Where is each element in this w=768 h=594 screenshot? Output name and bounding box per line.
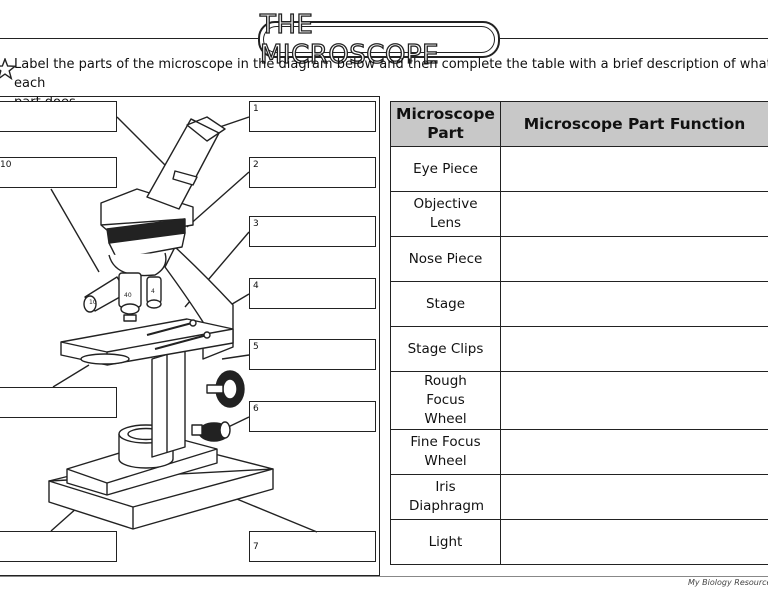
label-number: 5 [253,342,259,352]
label-number: 1 [253,104,259,114]
label-number: 2 [253,160,259,170]
label-number: 7 [253,542,259,552]
label-box-2[interactable]: 2 [249,157,376,188]
lens-marking: 4 [151,288,155,295]
star-icon [0,58,16,80]
function-cell[interactable] [500,429,768,475]
part-name: Objective Lens [390,191,501,237]
page-title: THE MICROSCOPE [259,9,440,70]
label-box-1[interactable]: 1 [249,101,376,132]
table-row: Fine Focus Wheel [390,429,768,475]
function-cell[interactable] [500,519,768,565]
lens-marking: 10 [89,299,97,306]
part-name: Stage Clips [390,326,501,372]
table-row: Eye Piece [390,146,768,192]
label-box-left-4[interactable] [0,531,117,562]
diagram-panel: 10 1 2 3 4 5 6 7 [0,96,380,576]
footer-rule [0,576,768,577]
header-part: Microscope Part [390,101,501,147]
label-box-4[interactable]: 4 [249,278,376,309]
microscope-illustration: 10 40 4 [48,116,318,533]
function-cell[interactable] [500,281,768,327]
label-box-10[interactable]: 10 [0,157,117,188]
table-row: Stage [390,281,768,327]
table-row: Nose Piece [390,236,768,282]
label-number: 4 [253,281,259,291]
label-box-left-1[interactable] [0,101,117,132]
table-row: Light [390,519,768,565]
table-header-row: Microscope Part Microscope Part Function [390,101,768,147]
part-name: Rough Focus Wheel [390,371,501,430]
label-number: 10 [0,160,12,170]
function-cell[interactable] [500,146,768,192]
part-name: Stage [390,281,501,327]
label-box-5[interactable]: 5 [249,339,376,370]
label-box-6[interactable]: 6 [249,401,376,432]
header-function: Microscope Part Function [500,101,768,147]
lens-marking: 40 [124,292,132,299]
label-box-7[interactable]: 7 [249,531,376,562]
table-row: Iris Diaphragm [390,474,768,520]
parts-table: Microscope Part Microscope Part Function… [390,101,768,565]
function-cell[interactable] [500,191,768,237]
title-banner: THE MICROSCOPE [258,9,500,70]
label-box-left-3[interactable] [0,387,117,418]
table-row: Rough Focus Wheel [390,371,768,430]
function-cell[interactable] [500,474,768,520]
part-name: Light [390,519,501,565]
label-number: 6 [253,404,259,414]
table-row: Stage Clips [390,326,768,372]
part-name: Eye Piece [390,146,501,192]
function-cell[interactable] [500,371,768,430]
table-row: Objective Lens [390,191,768,237]
part-name: Iris Diaphragm [390,474,501,520]
function-cell[interactable] [500,236,768,282]
function-cell[interactable] [500,326,768,372]
label-box-3[interactable]: 3 [249,216,376,247]
label-number: 3 [253,219,259,229]
part-name: Nose Piece [390,236,501,282]
part-name: Fine Focus Wheel [390,429,501,475]
footer-credit: My Biology Resources [688,578,768,587]
